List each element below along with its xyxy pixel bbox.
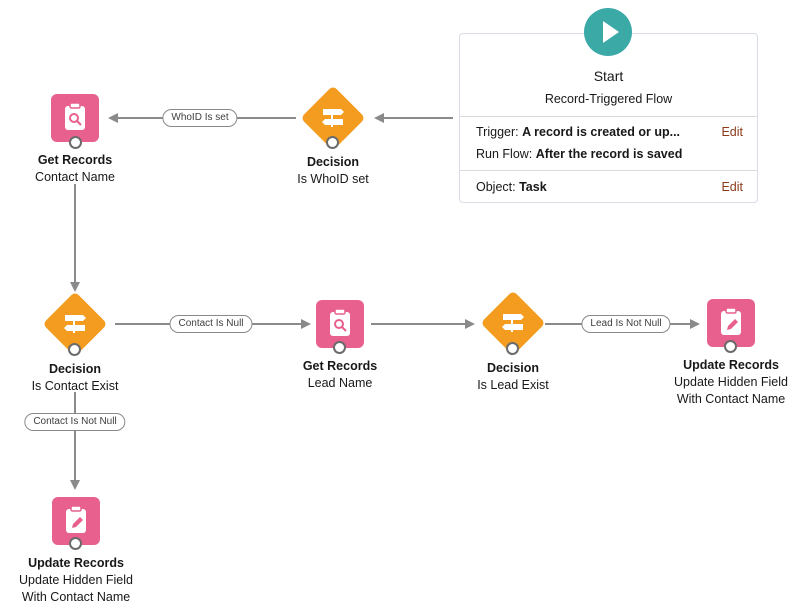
object-value: Task xyxy=(519,180,547,194)
node-type: Update Records xyxy=(28,556,124,570)
node-name: Lead Name xyxy=(307,376,373,390)
run-flow-value: After the record is saved xyxy=(535,147,683,161)
node-name: Is WhoID set xyxy=(297,172,369,186)
get-records-icon xyxy=(65,102,85,130)
get-records-icon xyxy=(330,308,350,336)
decision-icon xyxy=(322,109,344,127)
connector-label-lead-is-not-null[interactable]: Lead Is Not Null xyxy=(581,315,671,333)
update-right-port[interactable] xyxy=(724,340,737,353)
node-name-line2: With Contact Name xyxy=(21,590,131,604)
decision-contact-port[interactable] xyxy=(68,343,81,356)
decision-icon xyxy=(502,314,524,332)
connector-label-contact-is-not-null[interactable]: Contact Is Not Null xyxy=(24,413,126,431)
start-divider-2 xyxy=(460,170,757,171)
node-type: Decision xyxy=(486,361,540,375)
start-card[interactable]: Start Record-Triggered Flow Trigger: A r… xyxy=(459,33,758,203)
trigger-value: A record is created or up... xyxy=(522,125,681,139)
update-bottom-label: Update Records Update Hidden Field With … xyxy=(0,555,156,606)
get-contact-port[interactable] xyxy=(69,136,82,149)
edit-object-link[interactable]: Edit xyxy=(721,180,743,194)
update-right-label: Update Records Update Hidden Field With … xyxy=(651,357,806,408)
start-subtitle: Record-Triggered Flow xyxy=(544,92,673,106)
node-name-line1: Update Hidden Field xyxy=(674,375,788,389)
decision-contact-label: Decision Is Contact Exist xyxy=(5,361,145,395)
decision-whoid-label: Decision Is WhoID set xyxy=(262,154,404,188)
get-lead-label: Get Records Lead Name xyxy=(270,358,410,392)
connector-label-whoid-set[interactable]: WhoID Is set xyxy=(162,109,238,127)
get-lead-port[interactable] xyxy=(333,341,346,354)
get-contact-node[interactable] xyxy=(51,94,99,142)
node-name: Is Lead Exist xyxy=(477,378,549,392)
decision-lead-label: Decision Is Lead Exist xyxy=(443,360,583,394)
node-name-line1: Update Hidden Field xyxy=(19,573,133,587)
trigger-row: Trigger: A record is created or up... xyxy=(476,125,680,139)
update-bottom-port[interactable] xyxy=(69,537,82,550)
node-name: Contact Name xyxy=(35,170,115,184)
update-right-node[interactable] xyxy=(707,299,755,347)
connector-label-contact-is-null[interactable]: Contact Is Null xyxy=(169,315,253,333)
play-icon xyxy=(603,21,619,43)
get-contact-label: Get Records Contact Name xyxy=(5,152,145,186)
node-name: Is Contact Exist xyxy=(31,379,119,393)
start-node[interactable] xyxy=(584,8,632,56)
node-type: Get Records xyxy=(37,153,113,167)
node-type: Update Records xyxy=(683,358,779,372)
node-type: Get Records xyxy=(302,359,378,373)
start-divider-1 xyxy=(460,116,757,117)
decision-icon xyxy=(64,315,86,333)
decision-whoid-port[interactable] xyxy=(326,136,339,149)
get-lead-node[interactable] xyxy=(316,300,364,348)
edit-trigger-link[interactable]: Edit xyxy=(721,125,743,139)
object-row: Object: Task xyxy=(476,180,547,194)
node-type: Decision xyxy=(306,155,360,169)
start-title: Start xyxy=(593,68,624,84)
object-label: Object: xyxy=(476,180,516,194)
run-flow-row: Run Flow: After the record is saved xyxy=(476,147,682,161)
run-flow-label: Run Flow: xyxy=(476,147,533,161)
node-name-line2: With Contact Name xyxy=(676,392,786,406)
trigger-label: Trigger: xyxy=(476,125,519,139)
update-records-icon xyxy=(721,307,741,335)
decision-lead-port[interactable] xyxy=(506,342,519,355)
node-type: Decision xyxy=(48,362,102,376)
update-records-icon xyxy=(66,505,86,533)
